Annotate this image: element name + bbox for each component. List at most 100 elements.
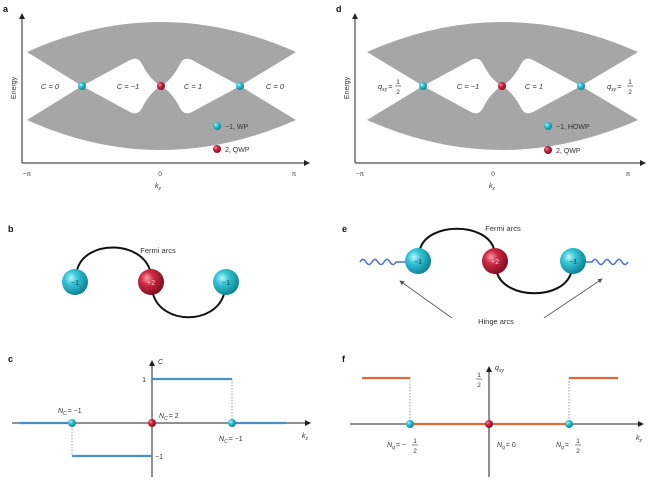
legend-qwp-marker-a xyxy=(213,145,221,153)
legend-qwp-marker-d xyxy=(544,146,552,154)
tick-neg-pi-a: −π xyxy=(23,171,32,178)
hinge-arc-right-e xyxy=(586,258,629,266)
region-label-a-1: C = −1 xyxy=(117,82,140,91)
legend-howp-marker-d xyxy=(544,122,552,130)
legend-weyl-label-a: −1, WP xyxy=(225,124,248,131)
weyl-point-left-a xyxy=(78,82,86,90)
qwp-node-c xyxy=(148,419,156,427)
svg-text:2: 2 xyxy=(628,89,632,96)
sphere-charge-right-b: −1 xyxy=(222,280,230,287)
node-label-mid-f: Nq= 0 xyxy=(497,442,516,451)
gap-left-d xyxy=(423,58,502,114)
panel-letter-f: f xyxy=(342,354,346,364)
tick-zero-d: 0 xyxy=(491,171,495,178)
panel-letter-a: a xyxy=(3,4,9,14)
hinge-arcs-label-e: Hinge arcs xyxy=(478,317,514,326)
legend-weyl-marker-a xyxy=(213,122,221,130)
weyl-sphere-left-b xyxy=(62,269,88,295)
x-label-a: kz xyxy=(155,183,162,192)
tick-pi-d: π xyxy=(626,171,631,178)
gap-right-d xyxy=(502,58,581,114)
howp-node-right-f xyxy=(565,420,573,428)
region-label-a-2: C = 1 xyxy=(184,82,202,91)
howp-left-d xyxy=(419,82,427,90)
fermi-arc-upper-e xyxy=(419,227,495,250)
region-label-a-0: C = 0 xyxy=(41,82,60,91)
fermi-arc-upper-b xyxy=(76,246,151,271)
sphere-charge-left-b: −1 xyxy=(71,280,79,287)
ytick-pos-c: 1 xyxy=(142,377,146,384)
fermi-arcs-label-e: Fermi arcs xyxy=(485,224,521,233)
qxy-label-right-d: qxy= 1 2 xyxy=(607,79,633,96)
x-label-d: kz xyxy=(489,183,496,192)
node-label-right-f: Nq= 1 2 xyxy=(556,438,581,455)
fermi-arc-lower-e xyxy=(496,272,572,295)
region-label-d-0: C = −1 xyxy=(457,82,480,91)
hinge-arrow-right-e xyxy=(543,278,603,319)
svg-text:1: 1 xyxy=(628,79,632,86)
svg-text:1: 1 xyxy=(396,79,400,86)
qwp-node-f xyxy=(485,420,493,428)
svg-text:qxy=: qxy= xyxy=(607,82,622,93)
weyl-sphere-right-b xyxy=(213,269,239,295)
svg-text:Nq=: Nq= xyxy=(556,442,569,451)
howp-sphere-left-e xyxy=(405,248,431,274)
x-label-c: kz xyxy=(302,433,309,442)
svg-text:2: 2 xyxy=(413,448,417,455)
weyl-node-right-c xyxy=(228,419,236,427)
howp-sphere-right-e xyxy=(560,248,586,274)
fermi-arc-lower-b xyxy=(152,293,225,319)
fermi-arcs-label-b: Fermi arcs xyxy=(140,246,176,255)
quadratic-weyl-point-d xyxy=(498,82,506,90)
svg-text:qxy=: qxy= xyxy=(378,82,393,93)
panel-c: c C kz 1 −1 NC= −1 NC= 2 NC= −1 xyxy=(8,354,311,477)
gap-right-a xyxy=(161,58,240,114)
qwp-sphere-b xyxy=(138,269,164,295)
node-label-mid-c: NC= 2 xyxy=(159,413,179,422)
qwp-sphere-e xyxy=(482,248,508,274)
sphere-charge-mid-e: +2 xyxy=(491,259,499,266)
legend-qwp-label-d: 2, QWP xyxy=(556,148,581,155)
weyl-node-left-c xyxy=(68,419,76,427)
region-label-d-1: C = 1 xyxy=(525,82,543,91)
tick-pi-a: π xyxy=(292,171,297,178)
node-label-right-c: NC= −1 xyxy=(219,436,243,445)
ytick-half-f: 1 2 xyxy=(476,372,482,389)
panel-b: b Fermi arcs −1 +2 −1 xyxy=(8,224,239,319)
y-label-d: Energy xyxy=(344,76,351,99)
hinge-arc-left-e xyxy=(359,258,408,266)
quadratic-weyl-point-a xyxy=(157,82,165,90)
panel-a: a Energy −π 0 π kz C = 0 C = −1 C = 1 C … xyxy=(3,4,310,192)
panel-d: d Energy −π 0 π kz qxy= 1 2 C = −1 C = 1… xyxy=(336,4,646,192)
gap-left-a xyxy=(82,58,161,114)
x-label-f: kz xyxy=(636,435,643,444)
node-label-left-f: Nq= − 1 2 xyxy=(387,438,418,455)
panel-letter-b: b xyxy=(8,224,14,234)
y-label-c: C xyxy=(158,359,164,366)
sphere-charge-mid-b: +2 xyxy=(147,280,155,287)
svg-text:2: 2 xyxy=(576,448,580,455)
sphere-charge-right-e: −1 xyxy=(569,259,577,266)
svg-text:1: 1 xyxy=(576,438,580,445)
svg-text:1: 1 xyxy=(477,372,481,379)
svg-text:2: 2 xyxy=(477,382,481,389)
howp-node-left-f xyxy=(406,420,414,428)
node-label-left-c: NC= −1 xyxy=(58,408,82,417)
svg-text:1: 1 xyxy=(413,438,417,445)
region-label-a-3: C = 0 xyxy=(266,82,285,91)
panel-letter-c: c xyxy=(8,354,13,364)
tick-zero-a: 0 xyxy=(158,171,162,178)
y-label-a: Energy xyxy=(11,76,18,99)
svg-text:2: 2 xyxy=(396,89,400,96)
panel-e: e Fermi arcs −1 +2 −1 Hinge arcs xyxy=(342,224,629,326)
panel-letter-e: e xyxy=(342,224,347,234)
sphere-charge-left-e: −1 xyxy=(414,259,422,266)
ytick-neg-c: −1 xyxy=(155,454,163,461)
qxy-label-left-d: qxy= 1 2 xyxy=(378,79,401,96)
howp-right-d xyxy=(577,82,585,90)
legend-howp-label-d: −1, HOWP xyxy=(556,124,590,131)
hinge-arrow-left-e xyxy=(399,280,453,319)
weyl-point-right-a xyxy=(236,82,244,90)
panel-letter-d: d xyxy=(336,4,342,14)
